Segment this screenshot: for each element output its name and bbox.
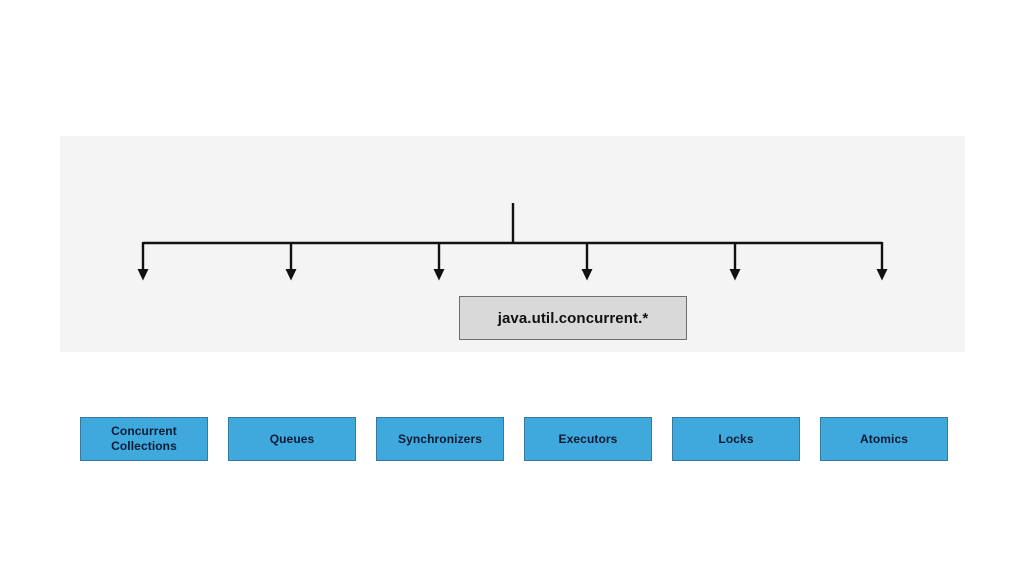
child-node-label: Atomics: [860, 432, 908, 447]
root-node-java-util-concurrent[interactable]: java.util.concurrent.*: [459, 296, 687, 340]
child-node-label-line1: Executors: [558, 431, 618, 446]
child-node-label-line1: Synchronizers: [398, 431, 482, 446]
child-node-synchronizers[interactable]: Synchronizers: [376, 417, 504, 461]
child-node-label: Locks: [718, 432, 753, 447]
child-node-locks[interactable]: Locks: [672, 417, 800, 461]
child-node-label-line1: Concurrent: [111, 424, 177, 438]
child-node-label: Queues: [270, 432, 315, 447]
child-node-label-line2: Collections: [111, 439, 177, 453]
child-node-queues[interactable]: Queues: [228, 417, 356, 461]
child-node-atomics[interactable]: Atomics: [820, 417, 948, 461]
diagram-panel: java.util.concurrent.* Concurrent Collec…: [60, 136, 965, 461]
child-node-label-line1: Locks: [718, 431, 754, 446]
child-node-label-line1: Atomics: [859, 431, 909, 446]
root-node-label: java.util.concurrent.*: [497, 309, 649, 327]
child-node-concurrent-collections[interactable]: Concurrent Collections: [80, 417, 208, 461]
child-node-label-line1: Queues: [269, 431, 315, 446]
child-node-label: Executors: [559, 432, 618, 447]
child-node-label: Concurrent Collections: [111, 424, 177, 454]
child-node-executors[interactable]: Executors: [524, 417, 652, 461]
child-node-label: Synchronizers: [398, 432, 482, 447]
